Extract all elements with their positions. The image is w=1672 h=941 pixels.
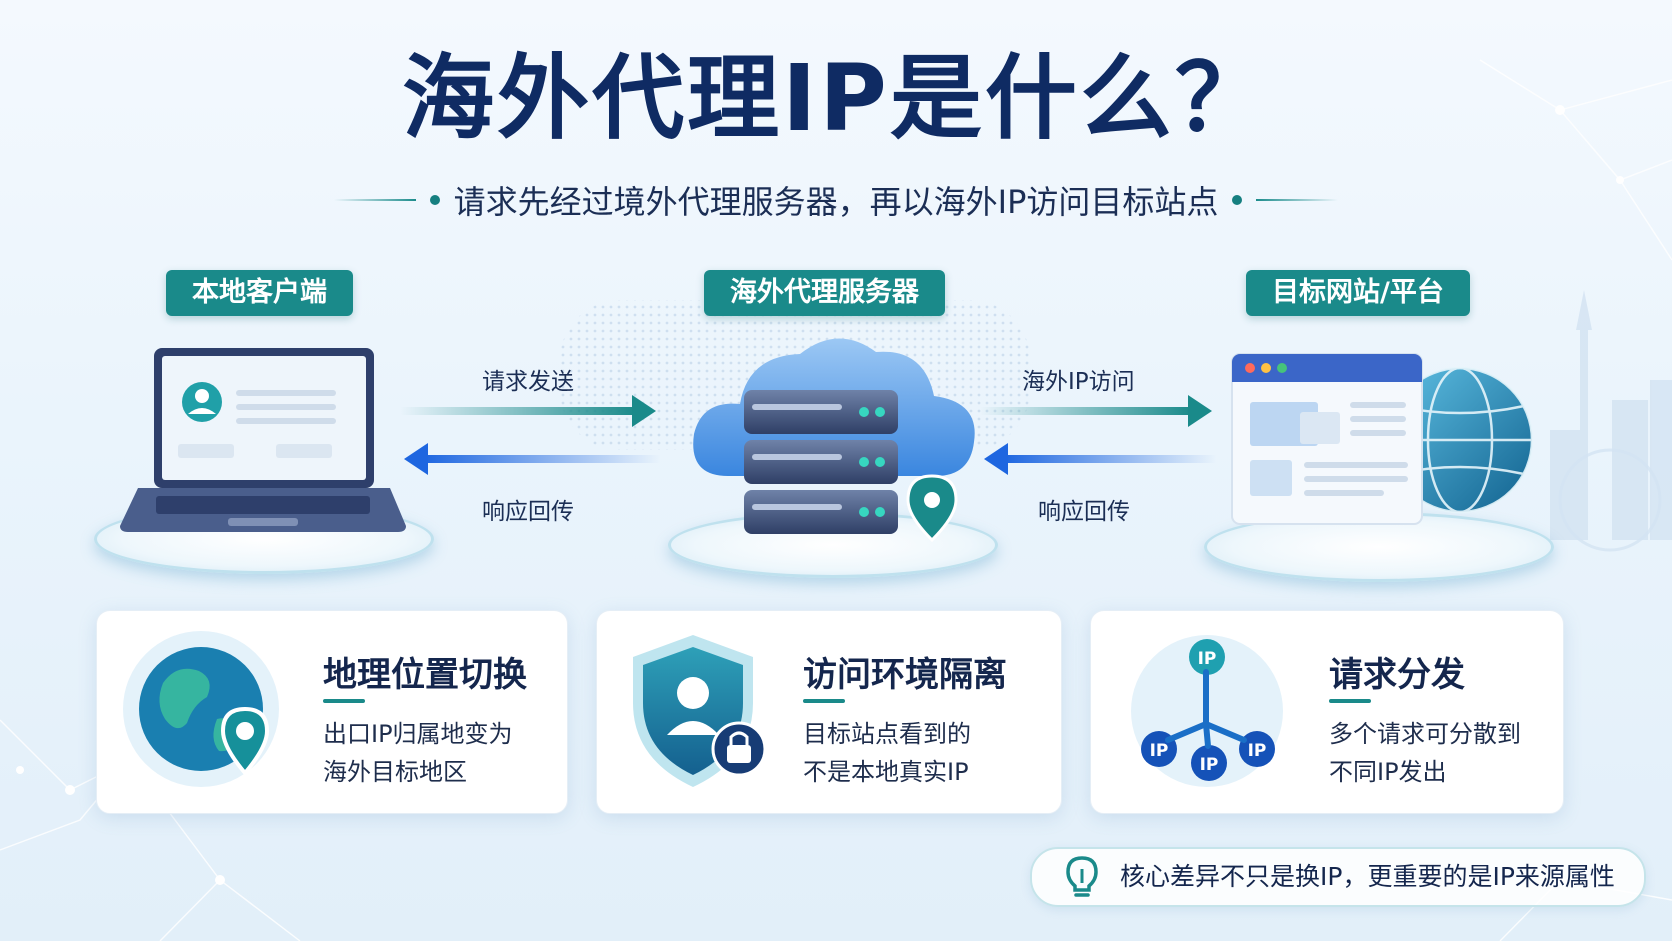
card-env-isolation: 访问环境隔离 目标站点看到的 不是本地真实IP bbox=[596, 610, 1062, 814]
ip-network-links bbox=[1165, 669, 1247, 749]
card-title: 访问环境隔离 bbox=[803, 655, 1007, 695]
arrows-client-proxy bbox=[400, 395, 660, 475]
laptop-icon bbox=[120, 348, 406, 532]
footer-text: 核心差异不只是换IP，更重要的是IP来源属性 bbox=[1120, 862, 1615, 891]
node-label-proxy: 海外代理服务器 bbox=[704, 270, 945, 316]
card-divider bbox=[1329, 699, 1371, 703]
arrows-proxy-target bbox=[980, 395, 1216, 475]
node-label-client: 本地客户端 bbox=[166, 270, 353, 316]
ip-badge-left: IP bbox=[1150, 741, 1169, 761]
card-text-line2: 不同IP发出 bbox=[1329, 758, 1447, 786]
arrow-label-send: 请求发送 bbox=[482, 369, 574, 395]
subtitle-dot-left bbox=[429, 195, 440, 205]
arrow-label-response-right: 响应回传 bbox=[1038, 499, 1130, 525]
card-divider bbox=[803, 699, 845, 703]
card-text-line2: 海外目标地区 bbox=[323, 758, 467, 786]
ip-badge-mid: IP bbox=[1200, 755, 1219, 775]
subtitle-dot-right bbox=[1232, 195, 1243, 205]
arrow-response-right bbox=[1004, 455, 1216, 463]
page-title: 海外代理IP是什么？ bbox=[402, 45, 1270, 152]
node-label-target: 目标网站/平台 bbox=[1246, 270, 1470, 316]
browser-globe-icon bbox=[1231, 353, 1534, 525]
globe-pin-icon bbox=[123, 631, 279, 787]
subtitle-line-left bbox=[333, 199, 416, 201]
arrow-send bbox=[400, 407, 636, 415]
card-text-line1: 出口IP归属地变为 bbox=[323, 720, 513, 748]
card-divider bbox=[323, 699, 365, 703]
arrow-overseas-access bbox=[980, 407, 1192, 415]
card-title: 请求分发 bbox=[1329, 655, 1465, 695]
subtitle-row: 请求先经过境外代理服务器，再以海外IP访问目标站点 bbox=[0, 178, 1672, 222]
card-text-line2: 不是本地真实IP bbox=[803, 758, 969, 786]
subtitle-line-right bbox=[1256, 199, 1339, 201]
arrow-response-left bbox=[424, 455, 660, 463]
card-geo-switch: 地理位置切换 出口IP归属地变为 海外目标地区 bbox=[96, 610, 568, 814]
arrow-label-response-left: 响应回传 bbox=[482, 499, 574, 525]
subtitle: 请求先经过境外代理服务器，再以海外IP访问目标站点 bbox=[453, 183, 1219, 221]
card-text-line1: 多个请求可分散到 bbox=[1329, 720, 1521, 748]
card-title: 地理位置切换 bbox=[323, 655, 527, 695]
footer-note: 核心差异不只是换IP，更重要的是IP来源属性 bbox=[1030, 847, 1646, 907]
lightbulb-icon bbox=[1066, 856, 1098, 897]
cloud-server-icon bbox=[693, 338, 975, 543]
shield-user-lock-icon bbox=[633, 635, 767, 787]
arrow-label-overseas-access: 海外IP访问 bbox=[1022, 369, 1135, 395]
ip-badge-right: IP bbox=[1248, 741, 1267, 761]
card-text-line1: 目标站点看到的 bbox=[803, 720, 971, 748]
ip-badge-top: IP bbox=[1198, 649, 1217, 669]
